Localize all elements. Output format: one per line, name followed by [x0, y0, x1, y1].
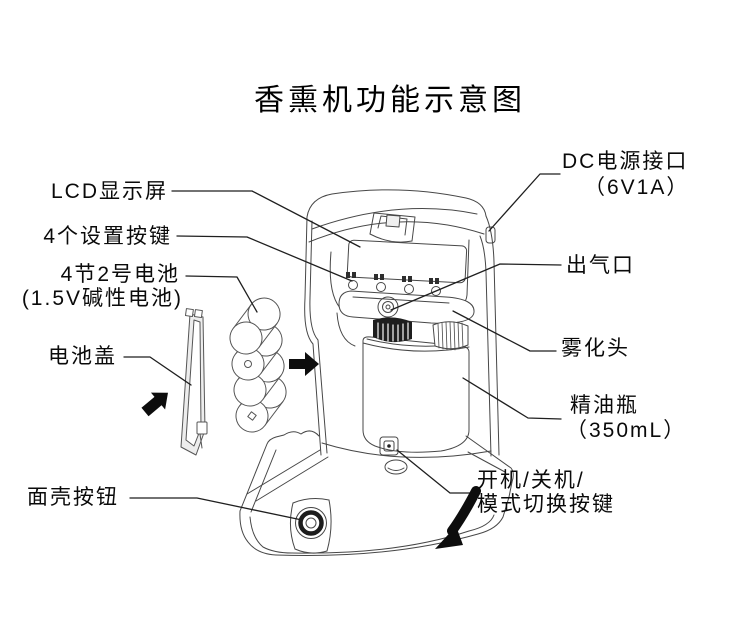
label-power-button-line1: 开机/关机/ — [477, 469, 585, 492]
air-outlet-nozzle — [377, 296, 399, 318]
label-air-outlet: 出气口 — [566, 254, 635, 277]
battery-1 — [229, 297, 281, 355]
leader-lines — [123, 173, 562, 521]
insert-arrow — [289, 352, 319, 376]
label-lcd-display: LCD显示屏 — [50, 180, 168, 203]
label-setting-buttons: 4个设置按键 — [43, 225, 172, 248]
diagram-title: 香熏机功能示意图 — [254, 84, 526, 117]
leader-battery-cover — [123, 356, 192, 386]
base-vent — [384, 459, 408, 475]
leader-dc-port — [488, 173, 561, 232]
knurled-cap-dark — [373, 317, 412, 343]
knurled-cap-ribbed — [432, 321, 469, 351]
leader-batteries — [185, 275, 258, 313]
label-dc-port-line2: （6V1A） — [584, 176, 690, 199]
leader-lcd — [171, 190, 361, 248]
cover-arrow — [141, 392, 168, 417]
leader-power-button — [396, 449, 475, 494]
atomizer-arm — [338, 290, 475, 351]
leader-shell-button — [129, 497, 303, 521]
button-label-marks — [346, 272, 439, 284]
label-batteries-line2: (1.5V碱性电池) — [21, 287, 183, 310]
battery-stack — [229, 297, 287, 433]
label-atomizer: 雾化头 — [561, 337, 630, 360]
leader-atomizer — [452, 310, 557, 352]
dc-port — [485, 226, 496, 244]
oil-bottle — [362, 336, 470, 453]
setting-buttons — [346, 272, 441, 296]
base-tray — [239, 430, 514, 557]
battery-cover — [180, 308, 208, 456]
leader-bottle — [462, 377, 562, 420]
leader-setting-buttons — [176, 235, 353, 282]
label-battery-cover: 电池盖 — [48, 345, 117, 368]
label-bottle-line1: 精油瓶 — [570, 394, 639, 417]
lcd-screen — [346, 239, 468, 284]
leader-air-outlet — [390, 263, 562, 311]
power-button — [379, 436, 399, 456]
label-power-button-line2: 模式切换按键 — [477, 493, 615, 516]
label-bottle-line2: （350mL） — [566, 419, 687, 442]
open-arrow — [435, 486, 481, 549]
top-latch — [369, 212, 416, 243]
label-batteries-line1: 4节2号电池 — [60, 263, 180, 286]
label-shell-button: 面壳按钮 — [27, 486, 119, 509]
shell-button — [295, 507, 327, 539]
label-dc-port-line1: DC电源接口 — [562, 150, 689, 173]
front-panel — [289, 498, 332, 554]
